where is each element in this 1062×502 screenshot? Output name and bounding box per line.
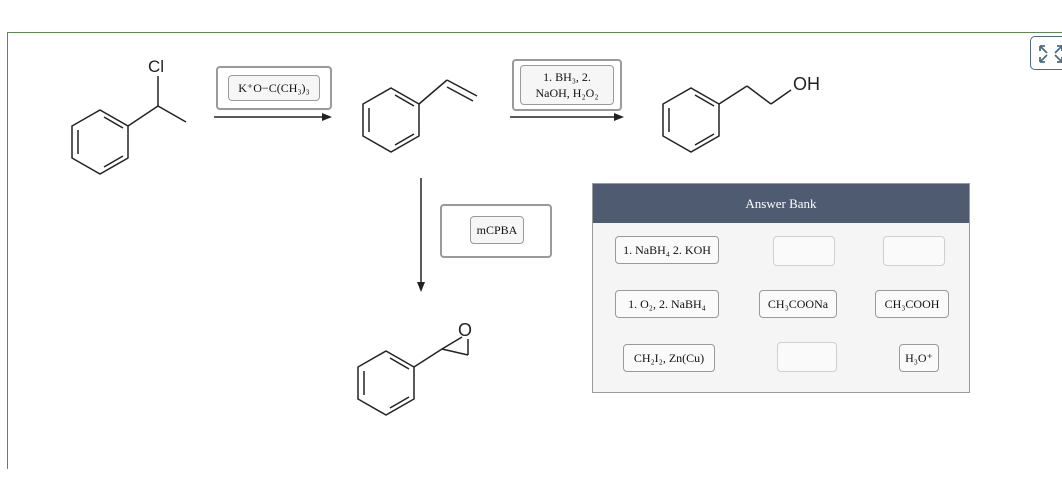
answer-o2-nabh4[interactable]: 1. O₂, 2. NaBH₄ [615,290,719,318]
expand-button[interactable] [1030,36,1062,70]
question-frame [7,32,1062,469]
answer-ch3cooh[interactable]: CH₃COOH [875,290,949,318]
step2-reagent-line2: NaOH, H₂O₂ [535,86,599,100]
step2-reagent[interactable]: 1. BH₃, 2. NaOH, H₂O₂ [520,65,614,105]
answer-bank-title: Answer Bank [593,184,969,223]
styrene-oxide-structure: O [357,320,472,416]
answer-empty-slot-3[interactable] [777,342,837,372]
answer-nabh4-koh[interactable]: 1. NaBH₄ 2. KOH [615,236,719,264]
phenylethanol-structure: OH [662,74,820,153]
styrene-structure [362,79,478,153]
step1-arrow [214,113,332,121]
answer-ch2i2-zncu[interactable]: CH₂I₂, Zn(Cu) [623,344,715,372]
step3-arrow [417,178,425,292]
chlorine-label: Cl [148,57,164,76]
answer-empty-slot-1[interactable] [773,236,835,266]
step3-drop-zone[interactable]: mCPBA [440,204,552,258]
answer-ch3coona[interactable]: CH₃COONa [759,290,837,318]
step2-reagent-line1: 1. BH₃, 2. [543,70,591,84]
step2-arrow [510,113,624,121]
answer-bank: Answer Bank 1. NaBH₄ 2. KOH 1. O₂, 2. Na… [592,183,970,393]
answer-h3o-plus[interactable]: H₃O⁺ [899,344,939,372]
step3-reagent[interactable]: mCPBA [470,216,524,244]
step1-reagent[interactable]: K⁺O−C(CH₃)₃ [228,75,320,101]
epoxide-oxygen-label: O [458,320,472,340]
answer-empty-slot-2[interactable] [883,236,945,266]
hydroxyl-label: OH [793,74,820,94]
chloroethylbenzene-structure: Cl [71,57,187,175]
expand-arrows-icon [1039,45,1062,63]
step2-drop-zone[interactable]: 1. BH₃, 2. NaOH, H₂O₂ [512,59,622,111]
step1-drop-zone[interactable]: K⁺O−C(CH₃)₃ [216,66,332,110]
